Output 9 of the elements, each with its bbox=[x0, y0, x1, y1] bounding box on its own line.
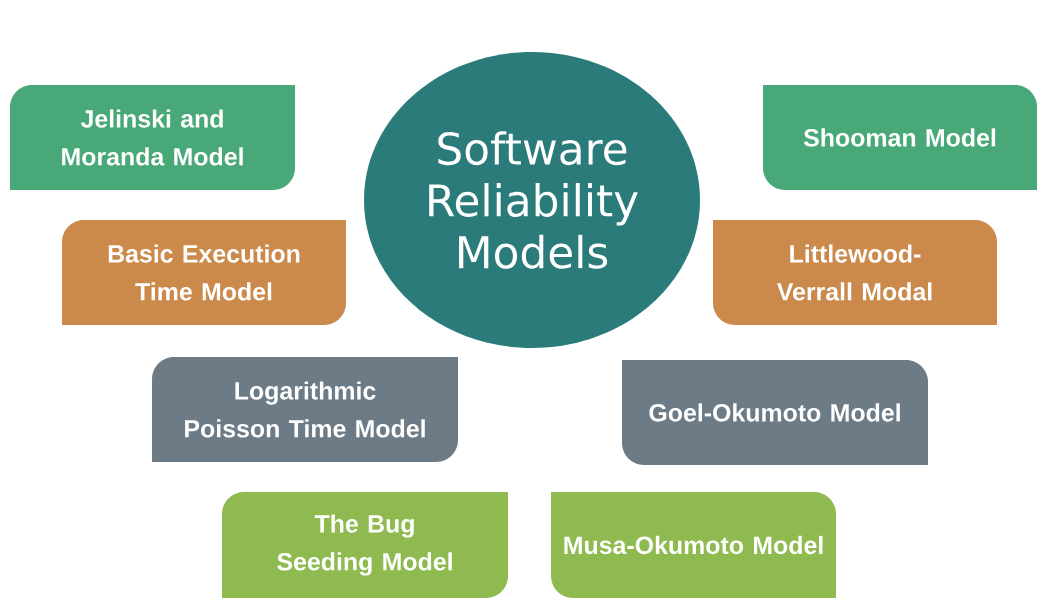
model-box: Jelinski and Moranda Model bbox=[10, 85, 295, 190]
model-box: Logarithmic Poisson Time Model bbox=[152, 357, 458, 462]
model-box: Basic Execution Time Model bbox=[62, 220, 346, 325]
model-box: The Bug Seeding Model bbox=[222, 492, 508, 598]
circle-title: Software Reliability Models bbox=[364, 52, 700, 348]
model-box: Shooman Model bbox=[763, 85, 1037, 190]
model-box: Littlewood- Verrall Modal bbox=[713, 220, 997, 325]
model-box: Musa-Okumoto Model bbox=[551, 492, 836, 598]
model-box: Goel-Okumoto Model bbox=[622, 360, 928, 465]
